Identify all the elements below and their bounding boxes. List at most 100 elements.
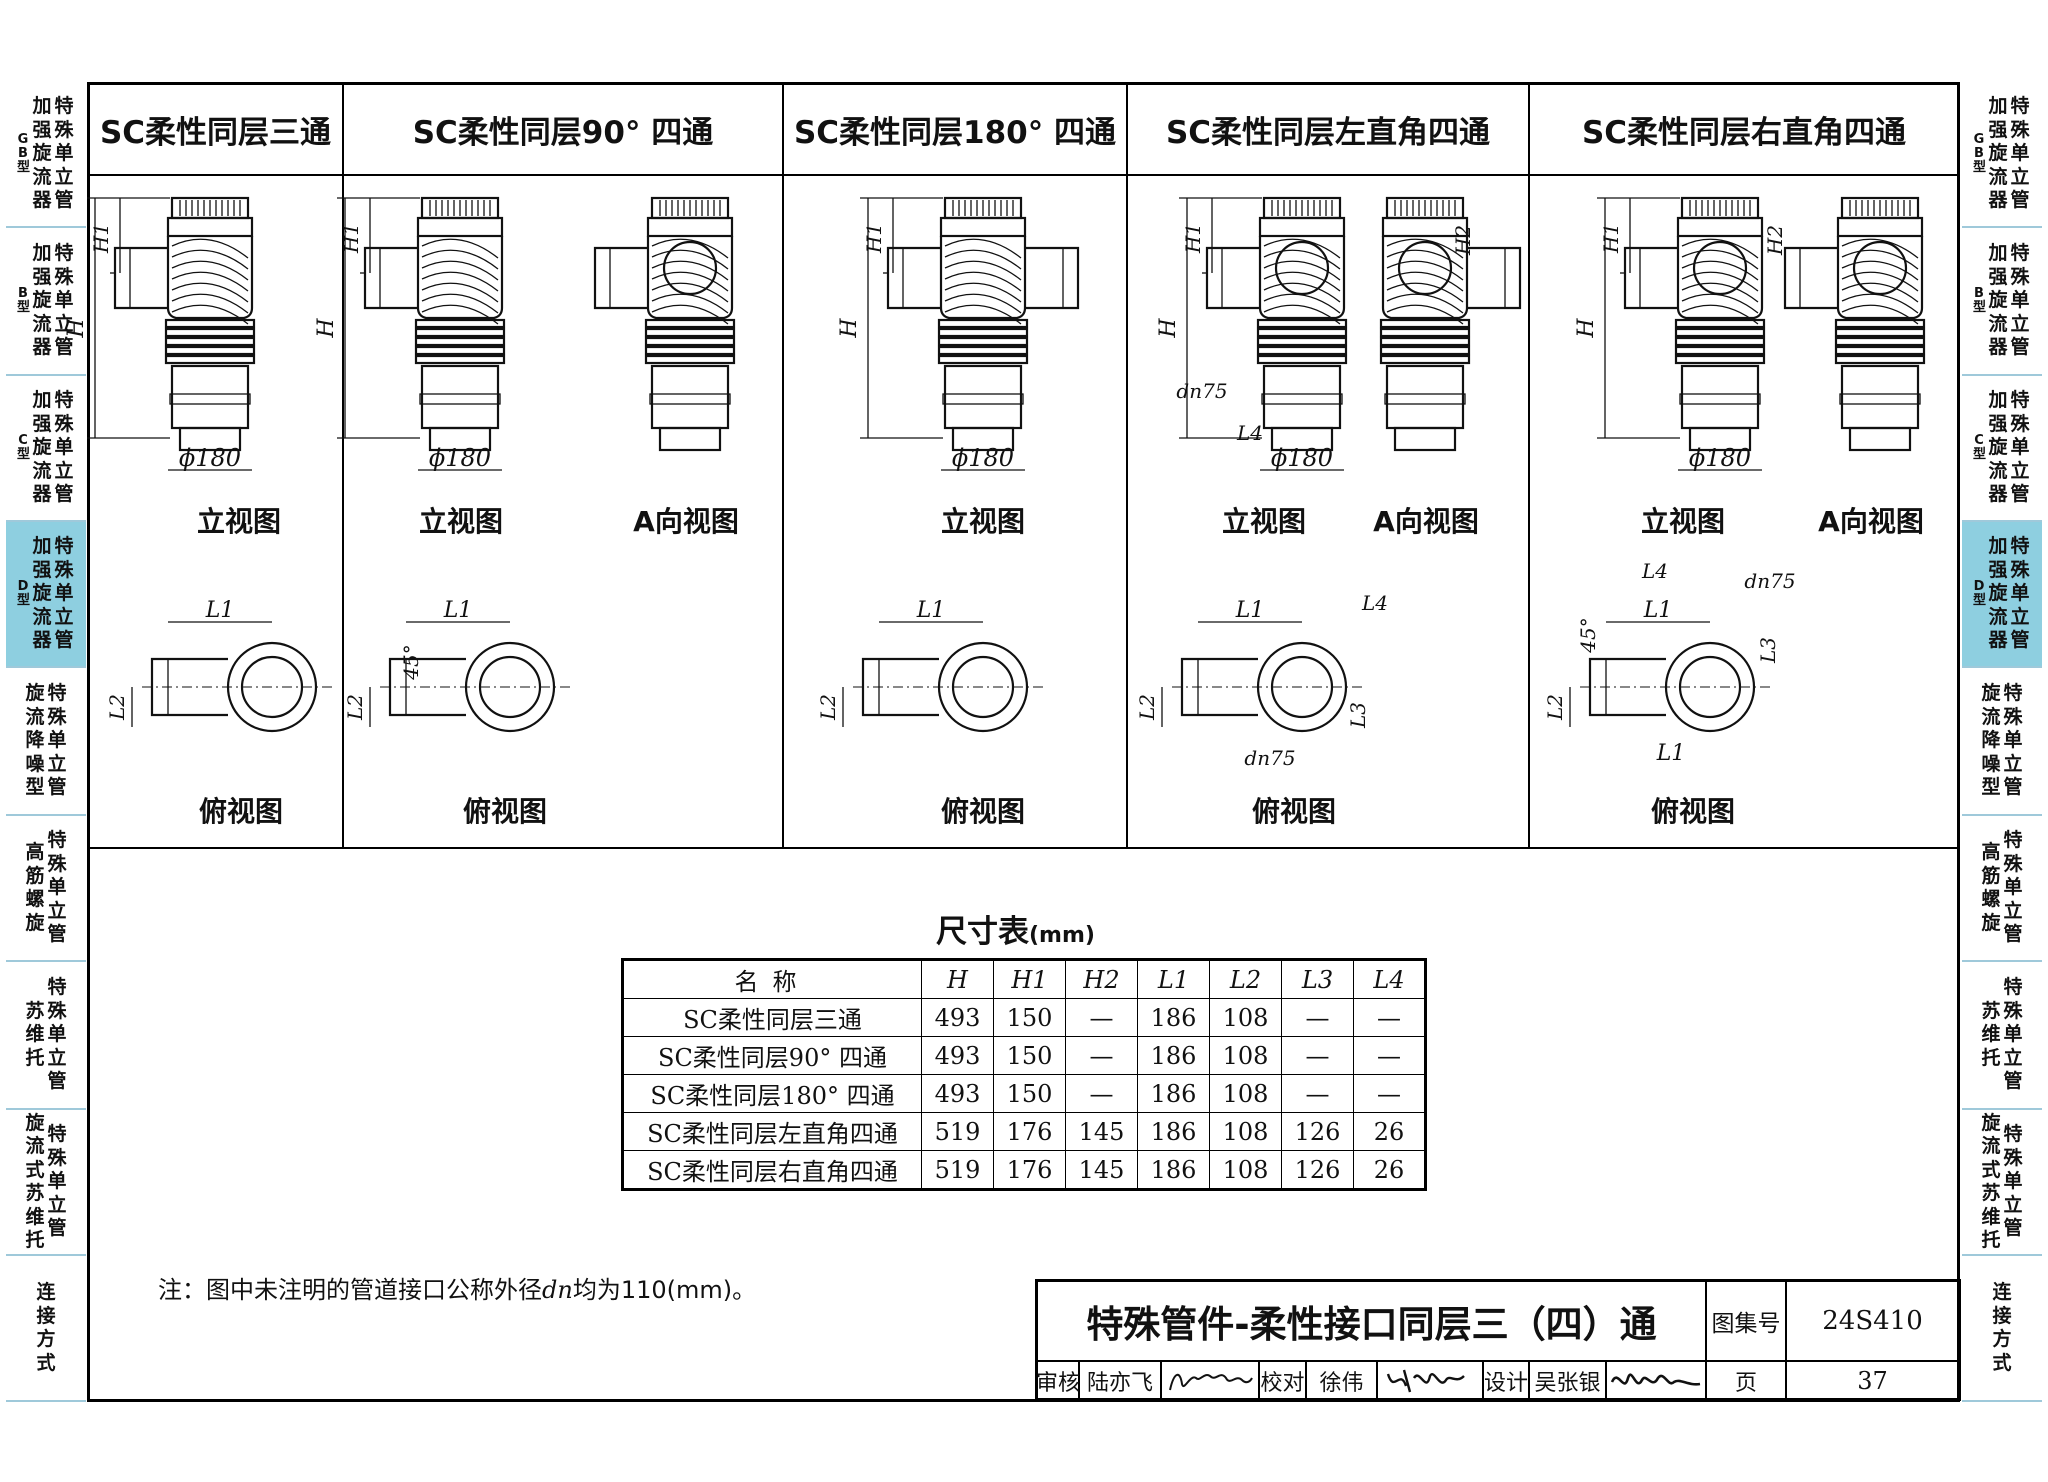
lower-pipe xyxy=(943,364,1023,430)
dimension-value-cell: 186 xyxy=(1137,1112,1210,1151)
top-view-drawing xyxy=(1161,621,1362,733)
spiral-hatch xyxy=(421,271,499,292)
dimension-value-cell: 519 xyxy=(921,1150,994,1190)
column-title-left-cross: SC柔性同层左直角四通 xyxy=(1165,114,1491,151)
side-tab-label-b: 特殊单立管 xyxy=(2003,976,2023,1093)
dimension-value-cell: 186 xyxy=(1137,1074,1210,1113)
title-block-vline xyxy=(1528,1360,1530,1401)
side-tab[interactable]: C型加强旋流器特殊单立管 xyxy=(1962,376,2042,522)
lower-spigot xyxy=(658,426,722,452)
atlas-number: 24S410 xyxy=(1822,1306,1923,1336)
spiral-hatch xyxy=(1386,238,1464,259)
side-tab-prefix: C型 xyxy=(1973,433,1987,462)
view-label-top: 俯视图 xyxy=(198,795,284,828)
spiral-hatch xyxy=(1681,249,1759,270)
page-number: 37 xyxy=(1857,1367,1888,1395)
side-tab[interactable]: 连接方式 xyxy=(6,1256,86,1402)
dim-label-H2: H2 xyxy=(1763,225,1787,256)
spiral-hatch xyxy=(421,282,499,303)
fitting-name-cell: SC柔性同层三通 xyxy=(622,998,922,1037)
side-tab[interactable]: GB型加强旋流器特殊单立管 xyxy=(1962,82,2042,228)
column-divider-4 xyxy=(1528,84,1530,847)
view-label-front: 立视图 xyxy=(1640,505,1726,538)
seal-ring xyxy=(937,318,1029,329)
table-header-cell: L4 xyxy=(1353,959,1426,999)
dimension-value-cell: 26 xyxy=(1353,1112,1426,1151)
fitting-name-cell: SC柔性同层右直角四通 xyxy=(622,1150,922,1190)
spiral-hatch xyxy=(944,249,1022,270)
seal-ring xyxy=(644,354,736,365)
view-label-top: 俯视图 xyxy=(462,795,548,828)
spiral-hatch xyxy=(651,249,729,270)
dim-label-H1: H1 xyxy=(1599,223,1623,254)
seal-ring xyxy=(1834,318,1926,329)
page-label: 页 xyxy=(1734,1371,1757,1396)
table-header-cell: L1 xyxy=(1137,959,1210,999)
dimension-value-cell: 150 xyxy=(993,1036,1066,1075)
dim-label-L1: L1 xyxy=(443,598,473,623)
dimension-value-cell: 26 xyxy=(1353,1150,1426,1190)
side-tab[interactable]: 旋流式苏维托特殊单立管 xyxy=(6,1110,86,1256)
dimension-value-cell: 108 xyxy=(1209,1036,1282,1075)
spiral-hatch xyxy=(421,304,499,325)
fitting-body xyxy=(1676,236,1764,320)
title-block-vline xyxy=(1482,1360,1484,1401)
side-tab[interactable]: 连接方式 xyxy=(1962,1256,2042,1402)
side-tab[interactable]: B型加强旋流器特殊单立管 xyxy=(1962,228,2042,376)
spiral-hatch xyxy=(1386,271,1464,292)
side-tab-label-a: 加强旋流器 xyxy=(1988,389,2008,506)
lower-pipe xyxy=(650,364,730,430)
side-tab[interactable]: 旋流降噪型特殊单立管 xyxy=(1962,668,2042,816)
spiral-hatch xyxy=(171,238,249,259)
side-tab[interactable]: 高筋螺旋特殊单立管 xyxy=(6,816,86,962)
front-view-drawing xyxy=(593,196,736,452)
side-tab[interactable]: C型加强旋流器特殊单立管 xyxy=(6,376,86,522)
front-view-drawing xyxy=(337,196,506,471)
side-tab[interactable]: 旋流式苏维托特殊单立管 xyxy=(1962,1110,2042,1256)
side-tab-label-b: 特殊单立管 xyxy=(47,682,67,799)
seal-ring xyxy=(1674,345,1766,356)
branch-port xyxy=(1692,240,1748,296)
side-tab[interactable]: 旋流降噪型特殊单立管 xyxy=(6,668,86,816)
seal-ring xyxy=(1256,336,1348,347)
title-block-vline xyxy=(1605,1360,1607,1401)
side-tab[interactable]: D型加强旋流器特殊单立管 xyxy=(6,522,86,668)
spiral-hatch xyxy=(421,238,499,259)
side-inlet-left xyxy=(1205,246,1260,310)
spiral-hatch xyxy=(1263,293,1341,314)
side-tab[interactable]: 苏维托特殊单立管 xyxy=(1962,962,2042,1110)
drawing-frame xyxy=(87,82,1960,1402)
side-tab[interactable]: D型加强旋流器特殊单立管 xyxy=(1962,522,2042,668)
spiral-hatch xyxy=(944,260,1022,281)
spiral-hatch xyxy=(1263,304,1341,325)
dimension-value-cell: 145 xyxy=(1065,1112,1138,1151)
spiral-hatch xyxy=(1386,304,1464,325)
side-tab-label-b: 特殊单立管 xyxy=(2003,682,2023,799)
title-block-vline xyxy=(1305,1360,1307,1401)
dimension-value-cell: 108 xyxy=(1209,1074,1282,1113)
dim-label-L1: L1 xyxy=(1656,741,1686,766)
view-label-front: 立视图 xyxy=(418,505,504,538)
spiral-hatch xyxy=(1681,282,1759,303)
seal-ring xyxy=(1379,327,1471,338)
pipe-band xyxy=(1679,393,1761,405)
dim-label-L2: L2 xyxy=(1135,694,1159,721)
table-header-cell: 名称 xyxy=(622,959,922,999)
lower-spigot xyxy=(1270,426,1334,452)
spiral-hatch xyxy=(1681,293,1759,314)
pipe-band xyxy=(169,393,251,405)
side-tab[interactable]: B型加强旋流器特殊单立管 xyxy=(6,228,86,376)
dim-label-L4: L4 xyxy=(1236,421,1263,445)
side-tab-label-a: 苏维托 xyxy=(1981,999,2001,1069)
check-label: 校对 xyxy=(1260,1371,1305,1396)
spiral-hatch xyxy=(1263,249,1341,270)
dimension-value-cell: — xyxy=(1353,1074,1426,1113)
side-tab-label-b: 特殊单立管 xyxy=(2010,389,2030,506)
spiral-hatch xyxy=(651,238,729,259)
side-tab[interactable]: 苏维托特殊单立管 xyxy=(6,962,86,1110)
seal-ring xyxy=(414,336,506,347)
side-tab[interactable]: 高筋螺旋特殊单立管 xyxy=(1962,816,2042,962)
side-tab[interactable]: GB型加强旋流器特殊单立管 xyxy=(6,82,86,228)
